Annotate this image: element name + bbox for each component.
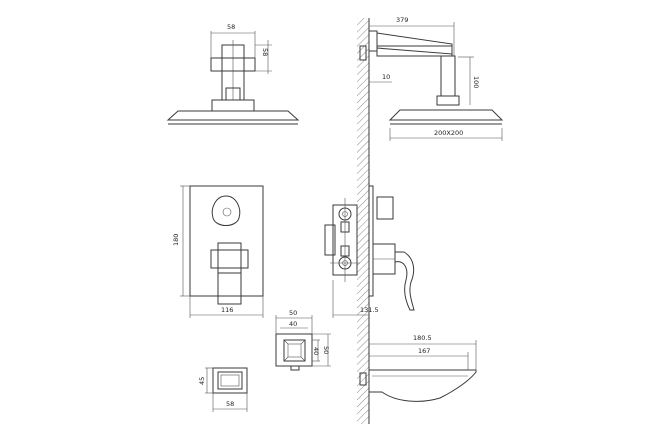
diverter-bevel: [283, 356, 289, 362]
shower-head-front-view: 58 58: [166, 23, 300, 125]
dim-arm-length: 379: [396, 16, 408, 24]
diverter-bevel: [300, 339, 306, 345]
shower-arm-crossbar: [210, 57, 256, 72]
dim-diverter-inner-width: 40: [289, 320, 297, 328]
shower-head-side-view: 379 10 100 200X200: [359, 16, 504, 141]
dim-arm-wall-offset: 10: [382, 73, 390, 81]
shower-head-plate: [166, 110, 300, 121]
spout-side-view: 180.5 167: [359, 334, 477, 402]
wall: [357, 18, 370, 424]
dim-spout-length-inner: 167: [418, 347, 430, 355]
dim-head-top-height: 58: [261, 48, 269, 56]
diverter-bevel: [283, 339, 289, 345]
shower-drop-neck: [436, 95, 460, 106]
shower-head-plate-side: [388, 109, 504, 121]
outlet-inner-rect: [217, 371, 243, 390]
outlet-outer-rect: [212, 367, 248, 394]
diverter-knob-center: [222, 207, 232, 217]
mixer-handle-lever: [210, 249, 249, 269]
wall-mount-block: [368, 30, 378, 52]
valve-front-view: 180 116: [172, 185, 264, 318]
valve-cover-plate: [189, 185, 264, 297]
dim-valve-plate-width: 116: [221, 306, 233, 314]
spout-body: [368, 369, 477, 402]
wall-hatch: [357, 18, 369, 424]
mixer-handle-grip: [217, 272, 242, 305]
wall-flange: [359, 45, 367, 61]
diverter-knob-side: [376, 196, 394, 220]
spout-wall-flange: [359, 372, 367, 386]
shower-arm-body: [376, 45, 453, 57]
dim-diverter-inner-height: 40: [312, 347, 320, 355]
outlet-front-view: 45 58: [198, 367, 248, 412]
valve-back-housing: [324, 224, 336, 256]
diverter-inner-square: [283, 339, 306, 362]
shower-arm-side: [376, 32, 453, 55]
dim-diverter-outer-width: 50: [289, 309, 297, 317]
shower-drop-pipe: [440, 55, 456, 97]
dim-valve-depth: 131.5: [360, 306, 379, 314]
mixer-lever-side: [394, 251, 415, 311]
diverter-bevel: [300, 356, 306, 362]
dim-head-drop: 100: [472, 76, 480, 88]
diverter-core: [287, 343, 302, 358]
diverter-square-view: 50 40 40 50: [275, 309, 331, 371]
shower-head-cap: [211, 99, 255, 112]
dim-head-top-width: 58: [227, 23, 235, 31]
outlet-core-rect: [220, 374, 240, 387]
diverter-stem: [290, 365, 300, 371]
dim-diverter-outer-height: 50: [322, 346, 330, 354]
valve-trim-plate-side: [368, 185, 374, 297]
dim-valve-plate-height: 180: [172, 234, 180, 246]
dim-head-plate-size: 200X200: [434, 129, 463, 137]
diverter-knob: [211, 195, 241, 226]
dim-outlet-height: 45: [198, 377, 206, 385]
dim-outlet-width: 58: [226, 400, 234, 408]
dim-spout-length-total: 180.5: [413, 334, 432, 342]
valve-side-view: 131.5: [324, 185, 415, 318]
